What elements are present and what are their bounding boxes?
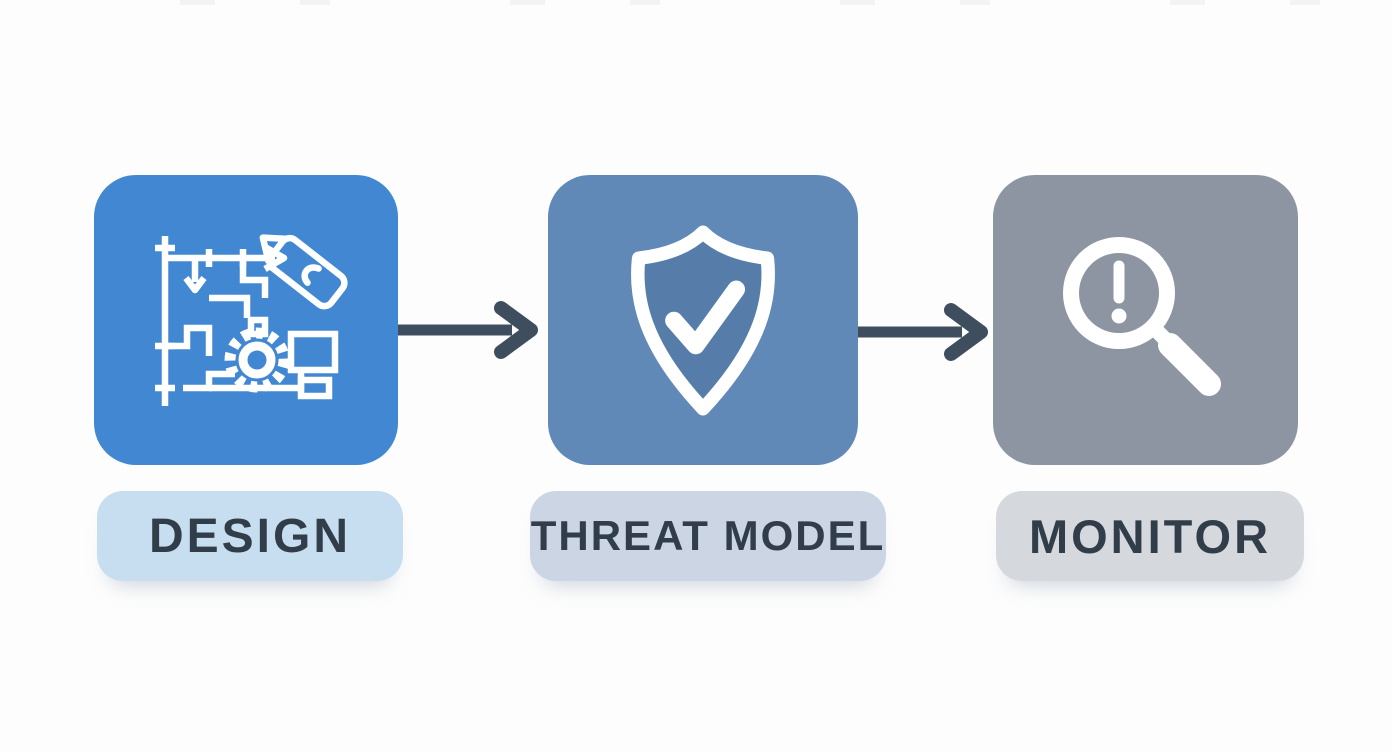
- threat-model-step-tile: [548, 175, 858, 465]
- top-edge-artifacts: [0, 0, 1392, 5]
- shield-checkmark-icon: [631, 225, 775, 416]
- magnifier-alert-icon: [1062, 237, 1221, 396]
- arrow-right-icon: [398, 301, 538, 359]
- design-step-tile: [94, 175, 398, 465]
- arrow-right-icon: [858, 303, 988, 361]
- threat-model-step-label: THREAT MODEL: [530, 491, 886, 581]
- step-label-text: THREAT MODEL: [530, 512, 886, 559]
- design-step-label: DESIGN: [97, 491, 403, 581]
- blueprint-pencil-gear-icon: [155, 233, 348, 406]
- step-label-text: MONITOR: [1028, 509, 1272, 563]
- step-label-text: DESIGN: [148, 509, 352, 563]
- monitor-step-tile: [993, 175, 1298, 465]
- monitor-step-label: MONITOR: [996, 491, 1304, 581]
